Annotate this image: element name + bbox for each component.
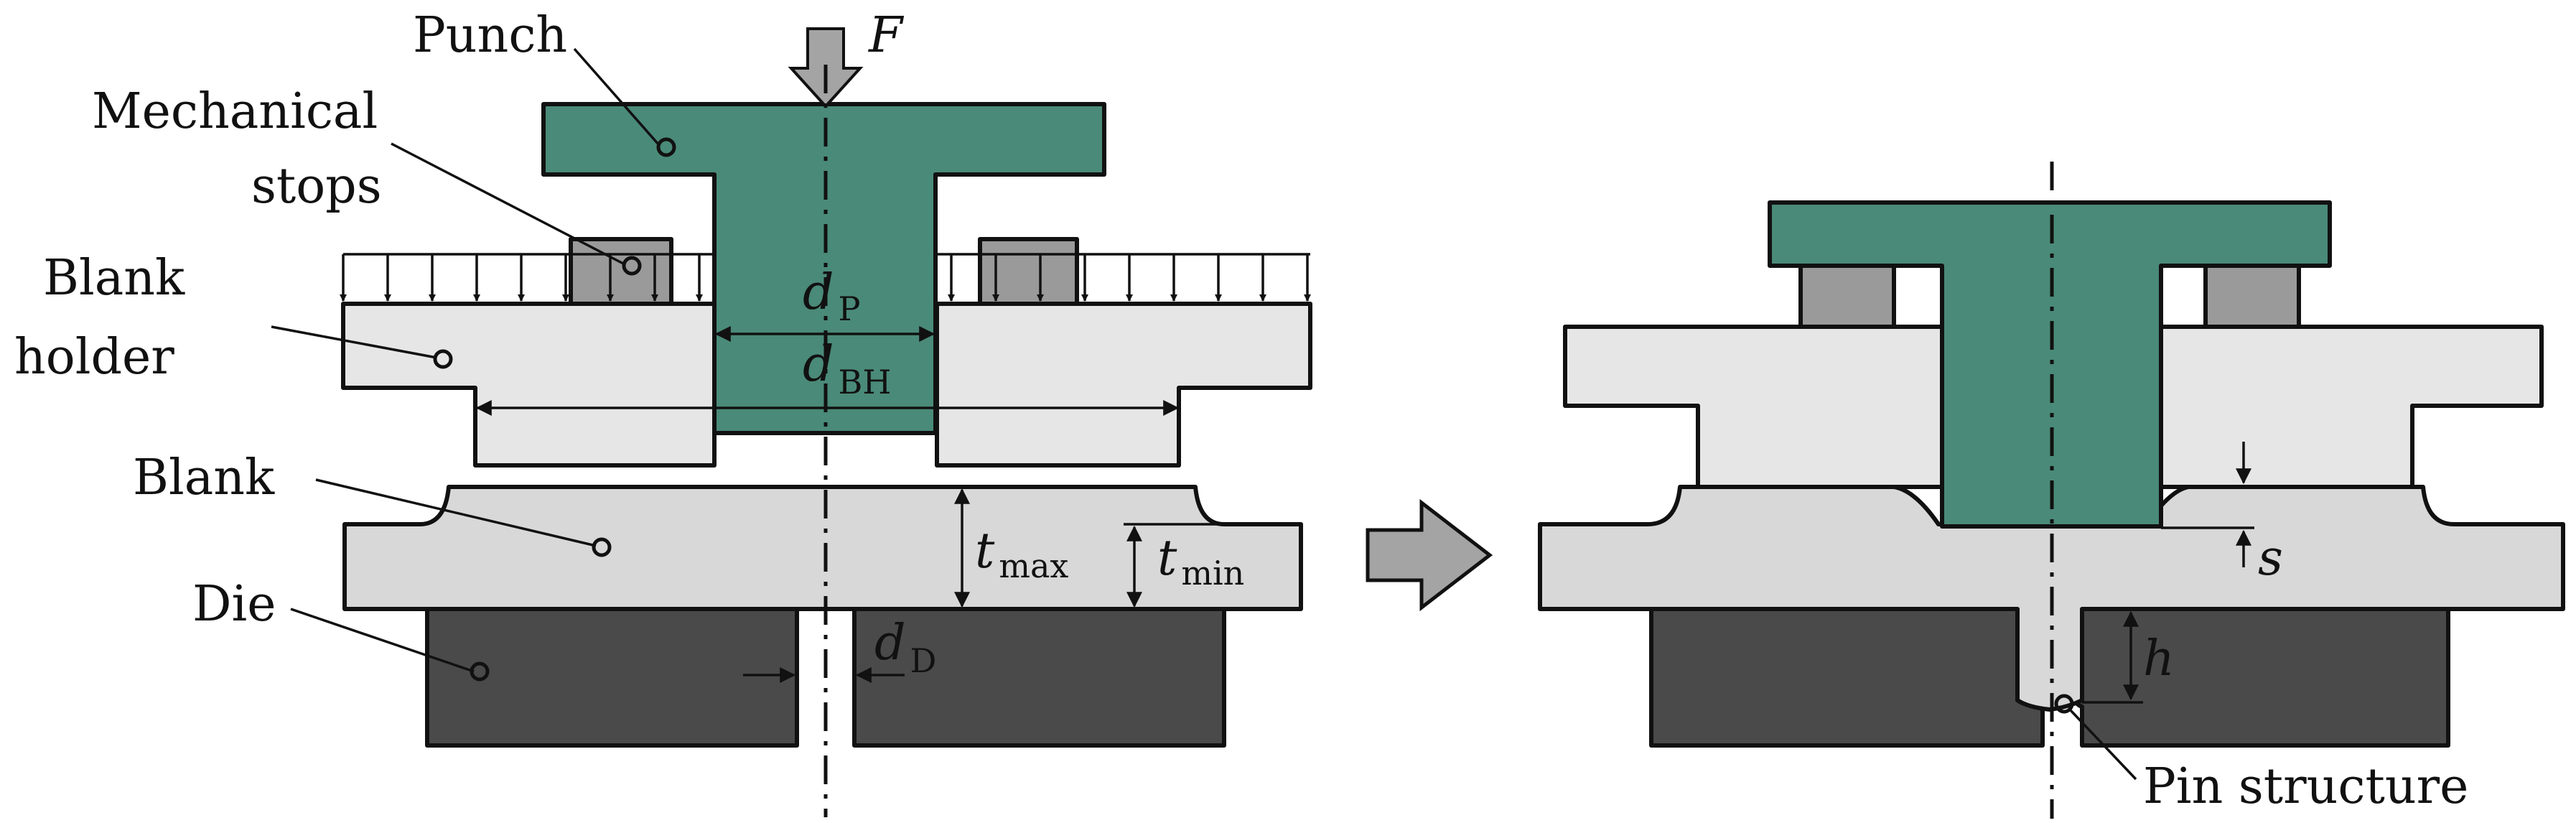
blank-leader-marker — [592, 537, 612, 557]
blank-holder-leader-marker — [433, 349, 453, 369]
force-symbol: F — [867, 7, 905, 64]
mechanical-stops-label-line1: Mechanical — [92, 83, 378, 140]
blank-label: Blank — [133, 450, 275, 506]
punch-label: Punch — [413, 7, 567, 64]
dimension-h-label: h — [2143, 631, 2175, 687]
blank-holder-label-line1: Blank — [43, 250, 185, 307]
blank-holder-right — [935, 302, 1312, 468]
mechanical-stop-left-final — [1798, 264, 1896, 329]
die-left-body-final — [1649, 607, 2045, 748]
blank-holder-pressure-arrows — [340, 253, 1311, 302]
mechanical-stop-right-final — [2203, 264, 2301, 329]
blank-holder-label-line2: holder — [14, 329, 174, 386]
punch-shape-final — [1768, 200, 2332, 529]
mechanical-stops-label-line2: stops — [251, 158, 382, 215]
die-left-part — [425, 607, 799, 748]
dimension-s-label: s — [2258, 530, 2283, 587]
stop-leader-marker — [622, 256, 642, 276]
final-state-diagram: s h Pin structure — [1538, 162, 2565, 819]
die-label: Die — [192, 576, 276, 633]
blank-holder-left — [341, 302, 717, 468]
die-right-part — [852, 607, 1226, 748]
blank-holder-right-final — [2159, 325, 2544, 489]
mechanical-stop-left — [569, 237, 673, 306]
pin-structure-leader-marker — [2054, 694, 2074, 714]
pin-structure-leader-line — [2068, 708, 2137, 781]
punch-leader-marker — [656, 137, 676, 157]
blank-holder-left-final — [1563, 325, 1944, 489]
punch-shape — [541, 102, 1106, 435]
die-leader-marker — [470, 661, 490, 682]
leader-lines-left — [271, 47, 661, 673]
right-arrow-icon — [1366, 498, 1493, 612]
pin-structure-label: Pin structure — [2143, 758, 2468, 815]
